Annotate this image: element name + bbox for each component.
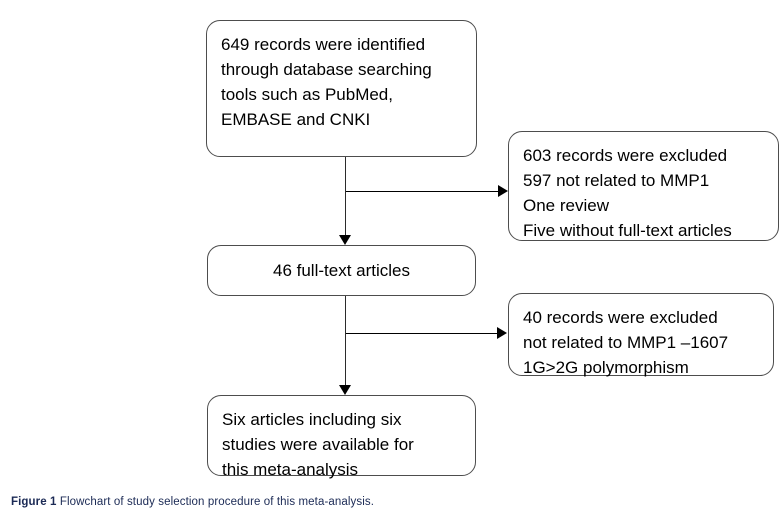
flow-node-records-excluded-first: 603 records were excluded 597 not relate… — [508, 131, 779, 241]
figure-caption-label: Figure 1 — [11, 496, 57, 508]
connector-line-fulltext-to-excluded-second — [346, 333, 498, 334]
flow-node-records-excluded-second: 40 records were excluded not related to … — [508, 293, 774, 377]
arrow-right-icon-fulltext-to-excluded-second — [497, 327, 507, 339]
connector-line-identified-to-excluded-first — [346, 191, 499, 192]
figure-caption-text: Flowchart of study selection procedure o… — [59, 496, 375, 508]
arrow-right-icon-identified-to-excluded-first — [498, 185, 508, 197]
arrow-down-icon-fulltext-to-included — [339, 385, 351, 395]
connector-line-fulltext-to-included — [345, 296, 346, 386]
flow-node-articles-included: Six articles including six studies were … — [207, 395, 476, 479]
figure-caption: Figure 1 Flowchart of study selection pr… — [11, 494, 771, 510]
flow-node-records-identified: 649 records were identified through data… — [206, 20, 477, 157]
arrow-down-icon-identified-to-fulltext — [339, 235, 351, 245]
flow-node-full-text-articles: 46 full-text articles — [207, 245, 476, 296]
connector-line-identified-to-fulltext — [345, 157, 346, 236]
